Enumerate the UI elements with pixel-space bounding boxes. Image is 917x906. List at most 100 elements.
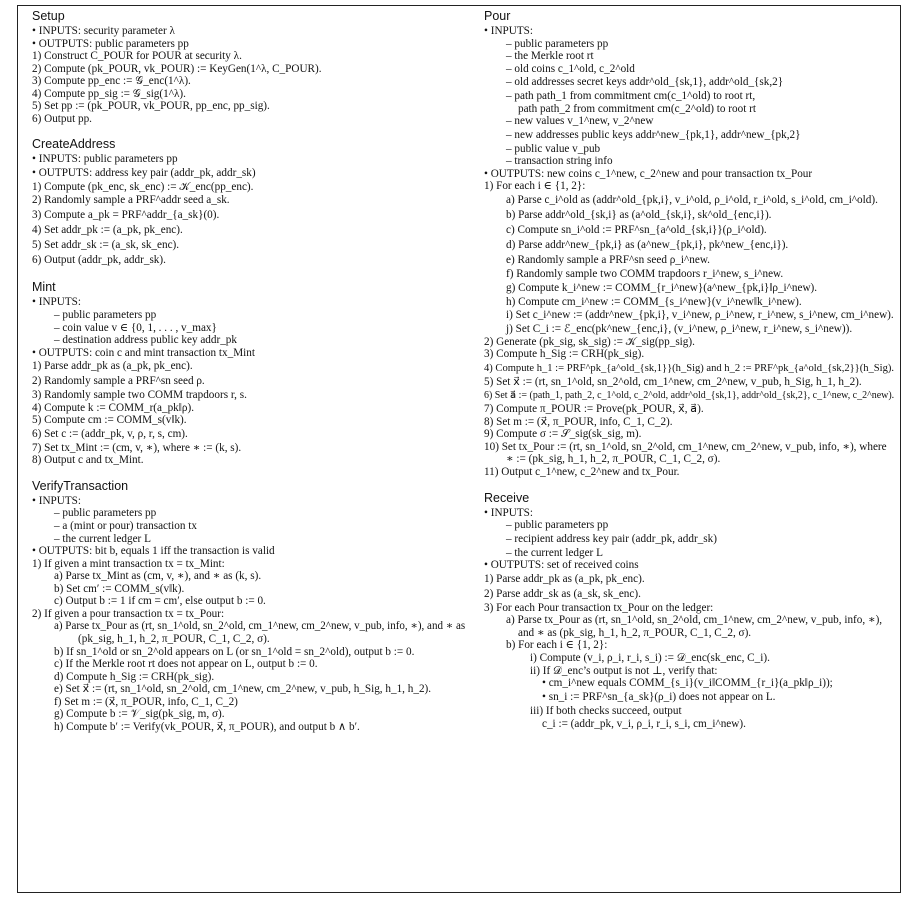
algorithm-line: • cm_i^new equals COMM_{s_i}(v_i‖COMM_{r… xyxy=(542,677,833,690)
algorithm-line: 4) Compute h_1 := PRF^pk_{a^old_{sk,1}}(… xyxy=(484,362,894,374)
algorithm-line: • INPUTS: xyxy=(32,296,81,309)
algorithm-line: iii) If both checks succeed, output xyxy=(530,704,682,717)
algorithm-line: – the current ledger L xyxy=(54,532,151,545)
algorithm-line: • OUTPUTS: set of received coins xyxy=(484,559,639,572)
section-receive: Receive• INPUTS:– public parameters pp– … xyxy=(484,491,898,733)
algorithm-line: 4) Compute k := COMM_r(a_pk‖ρ). xyxy=(32,401,195,414)
right-column: Pour• INPUTS:– public parameters pp– the… xyxy=(484,9,898,744)
algorithm-line: b) Set cm′ := COMM_s(v‖k). xyxy=(54,582,185,595)
algorithm-line: • OUTPUTS: bit b, equals 1 iff the trans… xyxy=(32,545,275,558)
algorithm-line: b) For each i ∈ {1, 2}: xyxy=(506,639,608,652)
algorithm-line: 11) Output c_1^new, c_2^new and tx_Pour. xyxy=(484,466,680,479)
algorithm-line: • OUTPUTS: new coins c_1^new, c_2^new an… xyxy=(484,167,813,180)
algorithm-line: • INPUTS: xyxy=(484,25,533,37)
algorithm-line: • OUTPUTS: coin c and mint transaction t… xyxy=(32,346,255,359)
section-title: Pour xyxy=(484,9,511,23)
algorithm-line: d) Compute h_Sig := CRH(pk_sig). xyxy=(54,670,215,683)
algorithm-line: and ∗ as (pk_sig, h_1, h_2, π_POUR, C_1,… xyxy=(518,626,752,639)
section-title: VerifyTransaction xyxy=(32,478,129,493)
algorithm-line: – public parameters pp xyxy=(506,519,609,532)
section-title: CreateAddress xyxy=(32,137,116,152)
algorithm-line: f) Randomly sample two COMM trapdoors r_… xyxy=(506,268,784,281)
section-title: Setup xyxy=(32,9,65,23)
algorithm-line: b) Parse addr^old_{sk,i} as (a^old_{sk,i… xyxy=(506,209,772,222)
section-createaddress: CreateAddress• INPUTS: public parameters… xyxy=(32,137,470,268)
algorithm-line: 2) Parse addr_sk as (a_sk, sk_enc). xyxy=(484,587,641,600)
algorithm-line: 6) Set c := (addr_pk, v, ρ, r, s, cm). xyxy=(32,427,188,440)
section-title: Mint xyxy=(32,280,56,295)
algorithm-line: – public parameters pp xyxy=(506,37,609,50)
algorithm-line: – public value v_pub xyxy=(506,142,601,155)
algorithm-line: e) Randomly sample a PRF^sn seed ρ_i^new… xyxy=(506,254,710,267)
algorithm-line: 10) Set tx_Pour := (rt, sn_1^old, sn_2^o… xyxy=(484,440,887,453)
algorithm-line: j) Set C_i := ℰ_enc(pk^new_{enc,i}, (v_i… xyxy=(506,323,853,336)
algorithm-line: h) Compute b′ := Verify(vk_POUR, x⃗, π_P… xyxy=(54,720,360,733)
algorithm-line: 1) Parse addr_pk as (a_pk, pk_enc). xyxy=(32,360,193,373)
algorithm-line: g) Compute b := 𝒱_sig(pk_sig, m, σ). xyxy=(54,708,225,721)
algorithm-line: 5) Set x⃗ := (rt, sn_1^old, sn_2^old, cm… xyxy=(484,375,862,388)
algorithm-line: 2) Randomly sample a PRF^sn seed ρ. xyxy=(32,375,205,388)
algorithm-line: 3) Compute h_Sig := CRH(pk_sig). xyxy=(484,348,645,361)
algorithm-line: 3) For each Pour transaction tx_Pour on … xyxy=(484,601,714,614)
algorithm-line: – new values v_1^new, v_2^new xyxy=(506,115,654,128)
algorithm-line: • INPUTS: public parameters pp xyxy=(32,153,178,166)
algorithm-line: 5) Compute cm := COMM_s(v‖k). xyxy=(32,414,187,427)
algorithm-line: – the Merkle root rt xyxy=(506,50,594,63)
algorithm-line: c) Output b := 1 if cm = cm′, else outpu… xyxy=(54,595,266,608)
section-setup: Setup • INPUTS: security parameter λ• OUT… xyxy=(32,9,470,125)
algorithm-line: 2) Generate (pk_sig, sk_sig) := 𝒦_sig(pp… xyxy=(484,335,695,348)
algorithm-line: – public parameters pp xyxy=(54,507,157,520)
algorithm-line: 3) Compute pp_enc := 𝒢_enc(1^λ). xyxy=(32,75,191,88)
algorithm-line: d) Parse addr^new_{pk,i} as (a^new_{pk,i… xyxy=(506,239,789,252)
algorithm-line: f) Set m := (x⃗, π_POUR, info, C_1, C_2) xyxy=(54,695,238,708)
algorithm-line: 5) Set pp := (pk_POUR, vk_POUR, pp_enc, … xyxy=(32,100,270,113)
section-mint: Mint• INPUTS:– public parameters pp– coi… xyxy=(32,280,470,466)
algorithm-line: 5) Set addr_sk := (a_sk, sk_enc). xyxy=(32,239,180,252)
algorithm-line: • OUTPUTS: public parameters pp xyxy=(32,37,189,50)
algorithm-line: a) Parse tx_Pour as (rt, sn_1^old, sn_2^… xyxy=(506,614,883,627)
algorithm-line: – old addresses secret keys addr^old_{sk… xyxy=(506,76,784,89)
algorithm-line: c) If the Merkle root rt does not appear… xyxy=(54,658,318,671)
algorithm-line: ii) If 𝒟_enc’s output is not ⊥, verify t… xyxy=(530,664,718,677)
left-column: Setup• INPUTS: security parameter λ• OUT… xyxy=(32,9,470,745)
algorithm-line: 8) Set m := (x⃗, π_POUR, info, C_1, C_2)… xyxy=(484,415,673,428)
algorithm-line: 2) If given a pour transaction tx = tx_P… xyxy=(32,607,225,620)
algorithm-line: – transaction string info xyxy=(506,155,613,168)
algorithm-line: ∗ := (pk_sig, h_1, h_2, π_POUR, C_1, C_2… xyxy=(506,453,721,466)
algorithm-line: e) Set x⃗ := (rt, sn_1^old, sn_2^old, cm… xyxy=(54,683,432,696)
algorithm-line: 9) Compute σ := 𝒮_sig(sk_sig, m). xyxy=(484,428,642,441)
algorithm-line: – a (mint or pour) transaction tx xyxy=(54,520,197,533)
algorithm-line: c) Compute sn_i^old := PRF^sn_{a^old_{sk… xyxy=(506,224,767,237)
section-title: Receive xyxy=(484,490,530,505)
algorithm-line: 6) Output (addr_pk, addr_sk). xyxy=(32,254,166,267)
algorithm-line: 1) Parse addr_pk as (a_pk, pk_enc). xyxy=(484,572,645,585)
algorithm-line: 1) If given a mint transaction tx = tx_M… xyxy=(32,557,225,570)
algorithm-line: (pk_sig, h_1, h_2, π_POUR, C_1, C_2, σ). xyxy=(78,632,270,645)
algorithm-line: 4) Compute pp_sig := 𝒢_sig(1^λ). xyxy=(32,87,186,100)
algorithm-line: 1) Compute (pk_enc, sk_enc) := 𝒦_enc(pp_… xyxy=(32,180,254,193)
algorithm-line: i) Set c_i^new := (addr^new_{pk,i}, v_i^… xyxy=(506,309,894,322)
algorithm-figure: Setup• INPUTS: security parameter λ• OUT… xyxy=(17,5,901,893)
algorithm-line: – the current ledger L xyxy=(506,546,603,559)
algorithm-line: 2) Compute (pk_POUR, vk_POUR) := KeyGen(… xyxy=(32,62,322,75)
algorithm-line: 6) Set a⃗ := (path_1, path_2, c_1^old, c… xyxy=(484,390,895,402)
section-pour: Pour • INPUTS:– public parameters pp– the… xyxy=(484,9,898,479)
algorithm-line: • INPUTS: xyxy=(484,506,533,519)
algorithm-line: – new addresses public keys addr^new_{pk… xyxy=(506,128,801,141)
algorithm-line: g) Compute k_i^new := COMM_{r_i^new}(a^n… xyxy=(506,281,818,294)
algorithm-line: 1) For each i ∈ {1, 2}: xyxy=(484,180,586,193)
algorithm-line: – coin value v ∈ {0, 1, . . . , v_max} xyxy=(54,321,217,334)
algorithm-line: • OUTPUTS: address key pair (addr_pk, ad… xyxy=(32,166,256,179)
algorithm-line: 3) Randomly sample two COMM trapdoors r,… xyxy=(32,389,247,402)
algorithm-line: 1) Construct C_POUR for POUR at security… xyxy=(32,50,242,63)
algorithm-line: path path_2 from commitment cm(c_2^old) … xyxy=(518,102,756,115)
algorithm-line: b) If sn_1^old or sn_2^old appears on L … xyxy=(54,645,415,658)
section-verifytransaction: VerifyTransaction• INPUTS:– public param… xyxy=(32,479,470,733)
algorithm-line: – recipient address key pair (addr_pk, a… xyxy=(506,532,717,545)
algorithm-line: a) Parse tx_Mint as (cm, v, ∗), and ∗ as… xyxy=(54,570,262,583)
algorithm-line: a) Parse c_i^old as (addr^old_{pk,i}, v_… xyxy=(506,194,878,207)
algorithm-line: • INPUTS: xyxy=(32,494,81,507)
algorithm-line: 7) Compute π_POUR := Prove(pk_POUR, x⃗, … xyxy=(484,403,704,416)
algorithm-line: 4) Set addr_pk := (a_pk, pk_enc). xyxy=(32,224,183,237)
algorithm-line: • INPUTS: security parameter λ xyxy=(32,25,175,37)
